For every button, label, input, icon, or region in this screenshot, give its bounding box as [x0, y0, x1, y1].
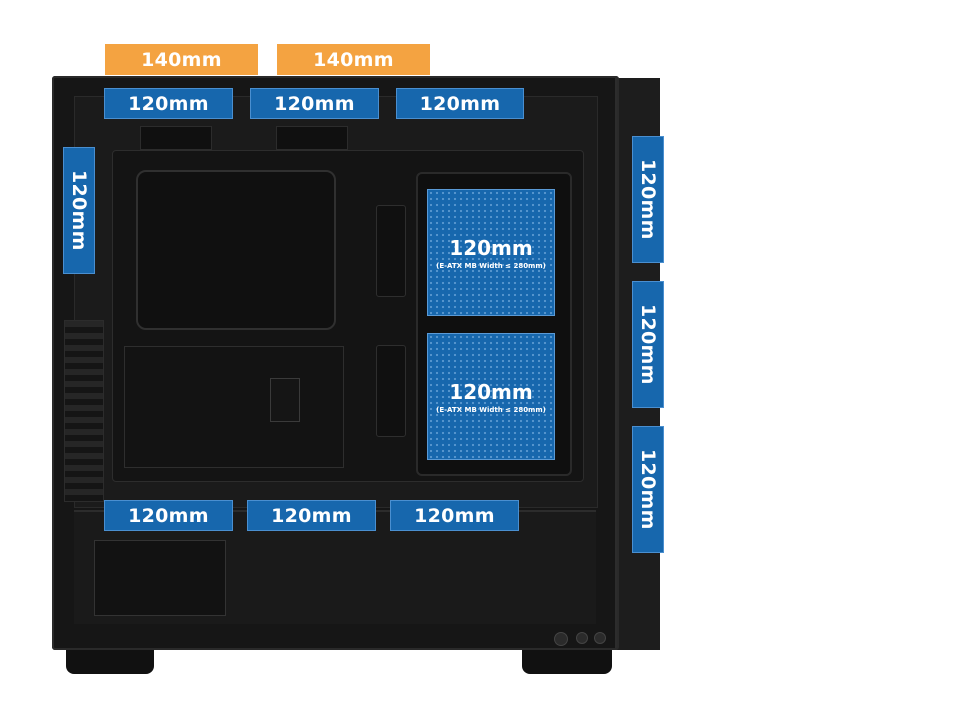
radiator-note-label: (E-ATX MB Width ≤ 280mm)	[436, 261, 546, 270]
top-fan-120-label: 120mm	[250, 88, 379, 119]
front-fan-120-label: 120mm	[632, 136, 664, 263]
glass-panel-edge	[52, 76, 619, 650]
side-radiator-120: 120mm (E-ATX MB Width ≤ 280mm)	[427, 189, 555, 316]
top-cable-cutout	[276, 126, 348, 150]
case-foot-right	[522, 650, 612, 674]
mount-bracket	[270, 378, 300, 422]
bottom-fan-120-label: 120mm	[247, 500, 376, 531]
radiator-size-label: 120mm	[449, 379, 533, 404]
front-fan-120-label: 120mm	[632, 426, 664, 553]
top-fan-140-label: 140mm	[105, 44, 258, 75]
cpu-cooler-cutout	[136, 170, 336, 330]
cable-grommet	[376, 205, 406, 297]
psu-bay	[94, 540, 226, 616]
front-io-port	[576, 632, 588, 644]
front-fan-120-label: 120mm	[632, 281, 664, 408]
front-io-port	[554, 632, 568, 646]
motherboard-mount-area	[124, 346, 344, 468]
top-fan-120-label: 120mm	[104, 88, 233, 119]
cable-grommet	[376, 345, 406, 437]
bottom-fan-120-label: 120mm	[390, 500, 519, 531]
rear-expansion-slots	[64, 320, 104, 502]
bottom-fan-120-label: 120mm	[104, 500, 233, 531]
radiator-size-label: 120mm	[449, 235, 533, 260]
top-cable-cutout	[140, 126, 212, 150]
radiator-note-label: (E-ATX MB Width ≤ 280mm)	[436, 405, 546, 414]
rear-fan-120-label: 120mm	[63, 147, 95, 274]
top-fan-140-label: 140mm	[277, 44, 430, 75]
side-radiator-120: 120mm (E-ATX MB Width ≤ 280mm)	[427, 333, 555, 460]
front-io-port	[594, 632, 606, 644]
case-foot-left	[66, 650, 154, 674]
top-fan-120-label: 120mm	[396, 88, 524, 119]
